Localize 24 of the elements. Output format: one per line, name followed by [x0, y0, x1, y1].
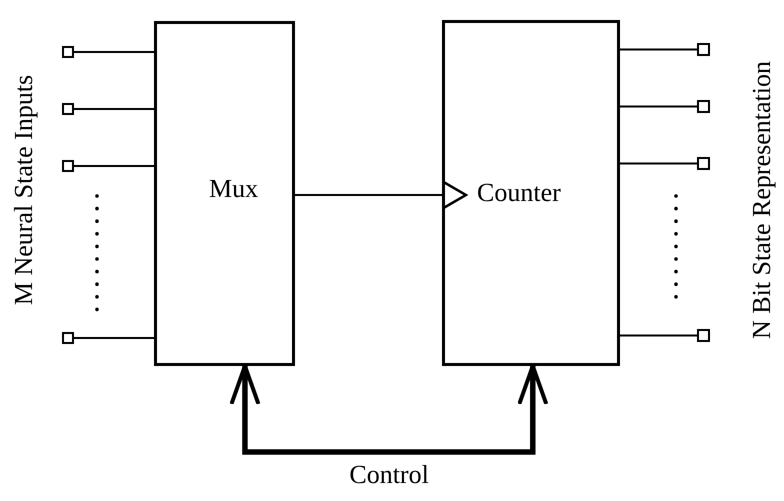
signal-line — [74, 51, 154, 53]
terminal-pin — [62, 103, 74, 115]
terminal-pin — [697, 43, 710, 56]
block-box — [442, 20, 620, 366]
signal-line — [74, 108, 154, 110]
block-label: Counter — [477, 178, 561, 208]
signal-line — [620, 48, 697, 50]
side-label: N Bit State Representation — [747, 61, 777, 339]
terminal-pin — [62, 332, 74, 344]
terminal-pin — [62, 160, 74, 172]
control-bus-arrow — [229, 364, 548, 455]
terminal-pin — [62, 46, 74, 58]
block-label: Mux — [209, 174, 258, 204]
signal-line — [620, 162, 697, 164]
signal-line — [620, 106, 697, 108]
side-label: M Neural State Inputs — [9, 74, 40, 306]
terminal-pin — [697, 329, 710, 342]
block-box — [154, 21, 295, 366]
signal-line — [74, 337, 154, 339]
signal-line — [620, 334, 697, 336]
terminal-pin — [697, 100, 710, 113]
signal-line — [74, 165, 154, 167]
terminal-pin — [697, 157, 710, 170]
clock-input-arrow — [295, 180, 468, 210]
